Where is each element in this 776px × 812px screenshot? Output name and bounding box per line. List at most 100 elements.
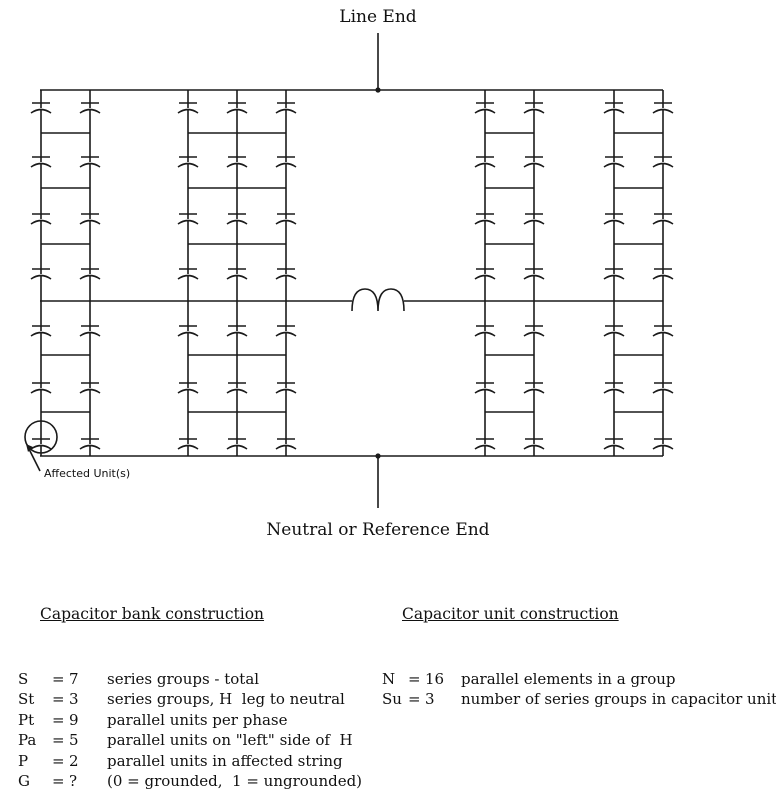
capacitor-symbol — [275, 325, 297, 383]
junction-dot — [375, 453, 381, 459]
capacitor-symbol — [177, 156, 199, 214]
legend-equals: = — [408, 669, 421, 688]
capacitor-symbol — [474, 325, 496, 383]
capacitor-symbol — [30, 325, 52, 383]
junction-dot — [375, 87, 381, 93]
legend-description: parallel elements in a group — [461, 669, 676, 688]
capacitor-symbol — [226, 268, 248, 326]
legend-symbol: P — [18, 751, 29, 770]
capacitor-symbol — [30, 213, 52, 269]
legend-equals: = — [52, 772, 65, 790]
capacitor-symbol — [30, 268, 52, 326]
legend-row: N =16 parallel elements in a group — [382, 669, 776, 690]
capacitor-symbol — [177, 438, 199, 456]
capacitor-symbol — [652, 213, 674, 269]
capacitor-symbol — [652, 382, 674, 439]
capacitor-symbol — [603, 213, 625, 269]
legend-symbol: Su — [382, 690, 402, 708]
capacitor-symbol — [474, 438, 496, 456]
capacitor-symbol — [79, 325, 101, 383]
unit-construction-title: Capacitor unit construction — [402, 605, 619, 623]
unit-construction-legend: Capacitor unit construction N =16 parallel… — [382, 563, 776, 730]
capacitor-symbol — [603, 325, 625, 383]
capacitor-symbol — [652, 438, 674, 456]
capacitor-symbol — [79, 102, 101, 157]
capacitor-symbol — [523, 382, 545, 439]
affected-unit-label: Affected Unit(s) — [44, 467, 130, 480]
capacitor-symbol — [275, 382, 297, 439]
capacitor-symbol — [474, 382, 496, 439]
capacitor-symbol — [79, 438, 101, 456]
capacitor-symbol — [177, 102, 199, 157]
legend-equals: = — [52, 690, 65, 708]
capacitor-symbol — [275, 213, 297, 269]
legend-value: ? — [69, 772, 78, 790]
capacitor-symbol — [226, 213, 248, 269]
legend-symbol: G — [18, 772, 30, 790]
legend-description: series groups, H leg to neutral — [107, 690, 345, 708]
capacitor-bank-diagram: Line End Neutral or Reference End Affect… — [24, 7, 674, 540]
capacitor-symbol — [226, 156, 248, 214]
reactor-gap — [352, 292, 404, 306]
legend-value: 7 — [69, 669, 79, 688]
capacitor-symbol — [603, 102, 625, 157]
capacitor-symbol — [474, 156, 496, 214]
capacitor-symbol — [275, 102, 297, 157]
bank-construction-title: Capacitor bank construction — [40, 605, 265, 623]
capacitor-symbol — [30, 382, 52, 439]
legend-value: 3 — [69, 690, 79, 708]
affected-unit-arrowhead — [26, 444, 33, 452]
capacitor-symbol — [523, 156, 545, 214]
legend-description: number of series groups in capacitor uni… — [461, 690, 776, 708]
capacitor-symbol — [30, 156, 52, 214]
capacitor-symbol — [30, 438, 52, 456]
capacitor-symbol — [603, 268, 625, 326]
capacitor-symbol — [474, 213, 496, 269]
legend-description: parallel units on "left" side of H — [107, 731, 353, 749]
legend-value: 5 — [69, 731, 79, 749]
capacitor-symbol — [652, 325, 674, 383]
capacitor-symbol — [523, 438, 545, 456]
capacitor-symbol — [30, 102, 52, 157]
legend-description: parallel units in affected string — [107, 751, 343, 770]
capacitor-symbol — [275, 438, 297, 456]
legend-symbol: Pa — [18, 731, 37, 749]
legend-description: series groups - total — [107, 669, 260, 688]
capacitor-symbol — [652, 102, 674, 157]
wiring — [24, 33, 664, 508]
capacitor-units — [30, 102, 674, 456]
capacitor-symbol — [523, 268, 545, 326]
affected-unit-pointer — [27, 446, 41, 472]
capacitor-symbol — [603, 438, 625, 456]
legend-symbol: St — [18, 690, 35, 708]
legend-description: (0 = grounded, 1 = ungrounded) — [107, 772, 363, 790]
neutral-end-label: Neutral or Reference End — [266, 520, 489, 540]
capacitor-symbol — [177, 382, 199, 439]
capacitor-symbol — [523, 213, 545, 269]
capacitor-symbol — [275, 156, 297, 214]
reactor-coil — [351, 288, 405, 312]
legend-value: 2 — [69, 751, 79, 770]
capacitor-symbol — [177, 325, 199, 383]
capacitor-symbol — [603, 156, 625, 214]
capacitor-symbol — [652, 268, 674, 326]
legend-row: St =3 series groups, H leg to neutral — [18, 689, 362, 710]
capacitor-symbol — [275, 268, 297, 326]
legend-symbol: S — [18, 669, 29, 688]
legend-equals: = — [52, 669, 65, 688]
capacitor-symbol — [523, 102, 545, 157]
capacitor-symbol — [226, 325, 248, 383]
line-end-label: Line End — [339, 7, 416, 27]
capacitor-symbol — [226, 102, 248, 157]
capacitor-symbol — [177, 268, 199, 326]
legend-value: 16 — [425, 669, 445, 688]
legend-symbol: N — [382, 669, 396, 688]
legend-row: G =? (0 = grounded, 1 = ungrounded) — [18, 771, 362, 792]
capacitor-symbol — [79, 382, 101, 439]
capacitor-symbol — [226, 382, 248, 439]
capacitor-symbol — [177, 213, 199, 269]
